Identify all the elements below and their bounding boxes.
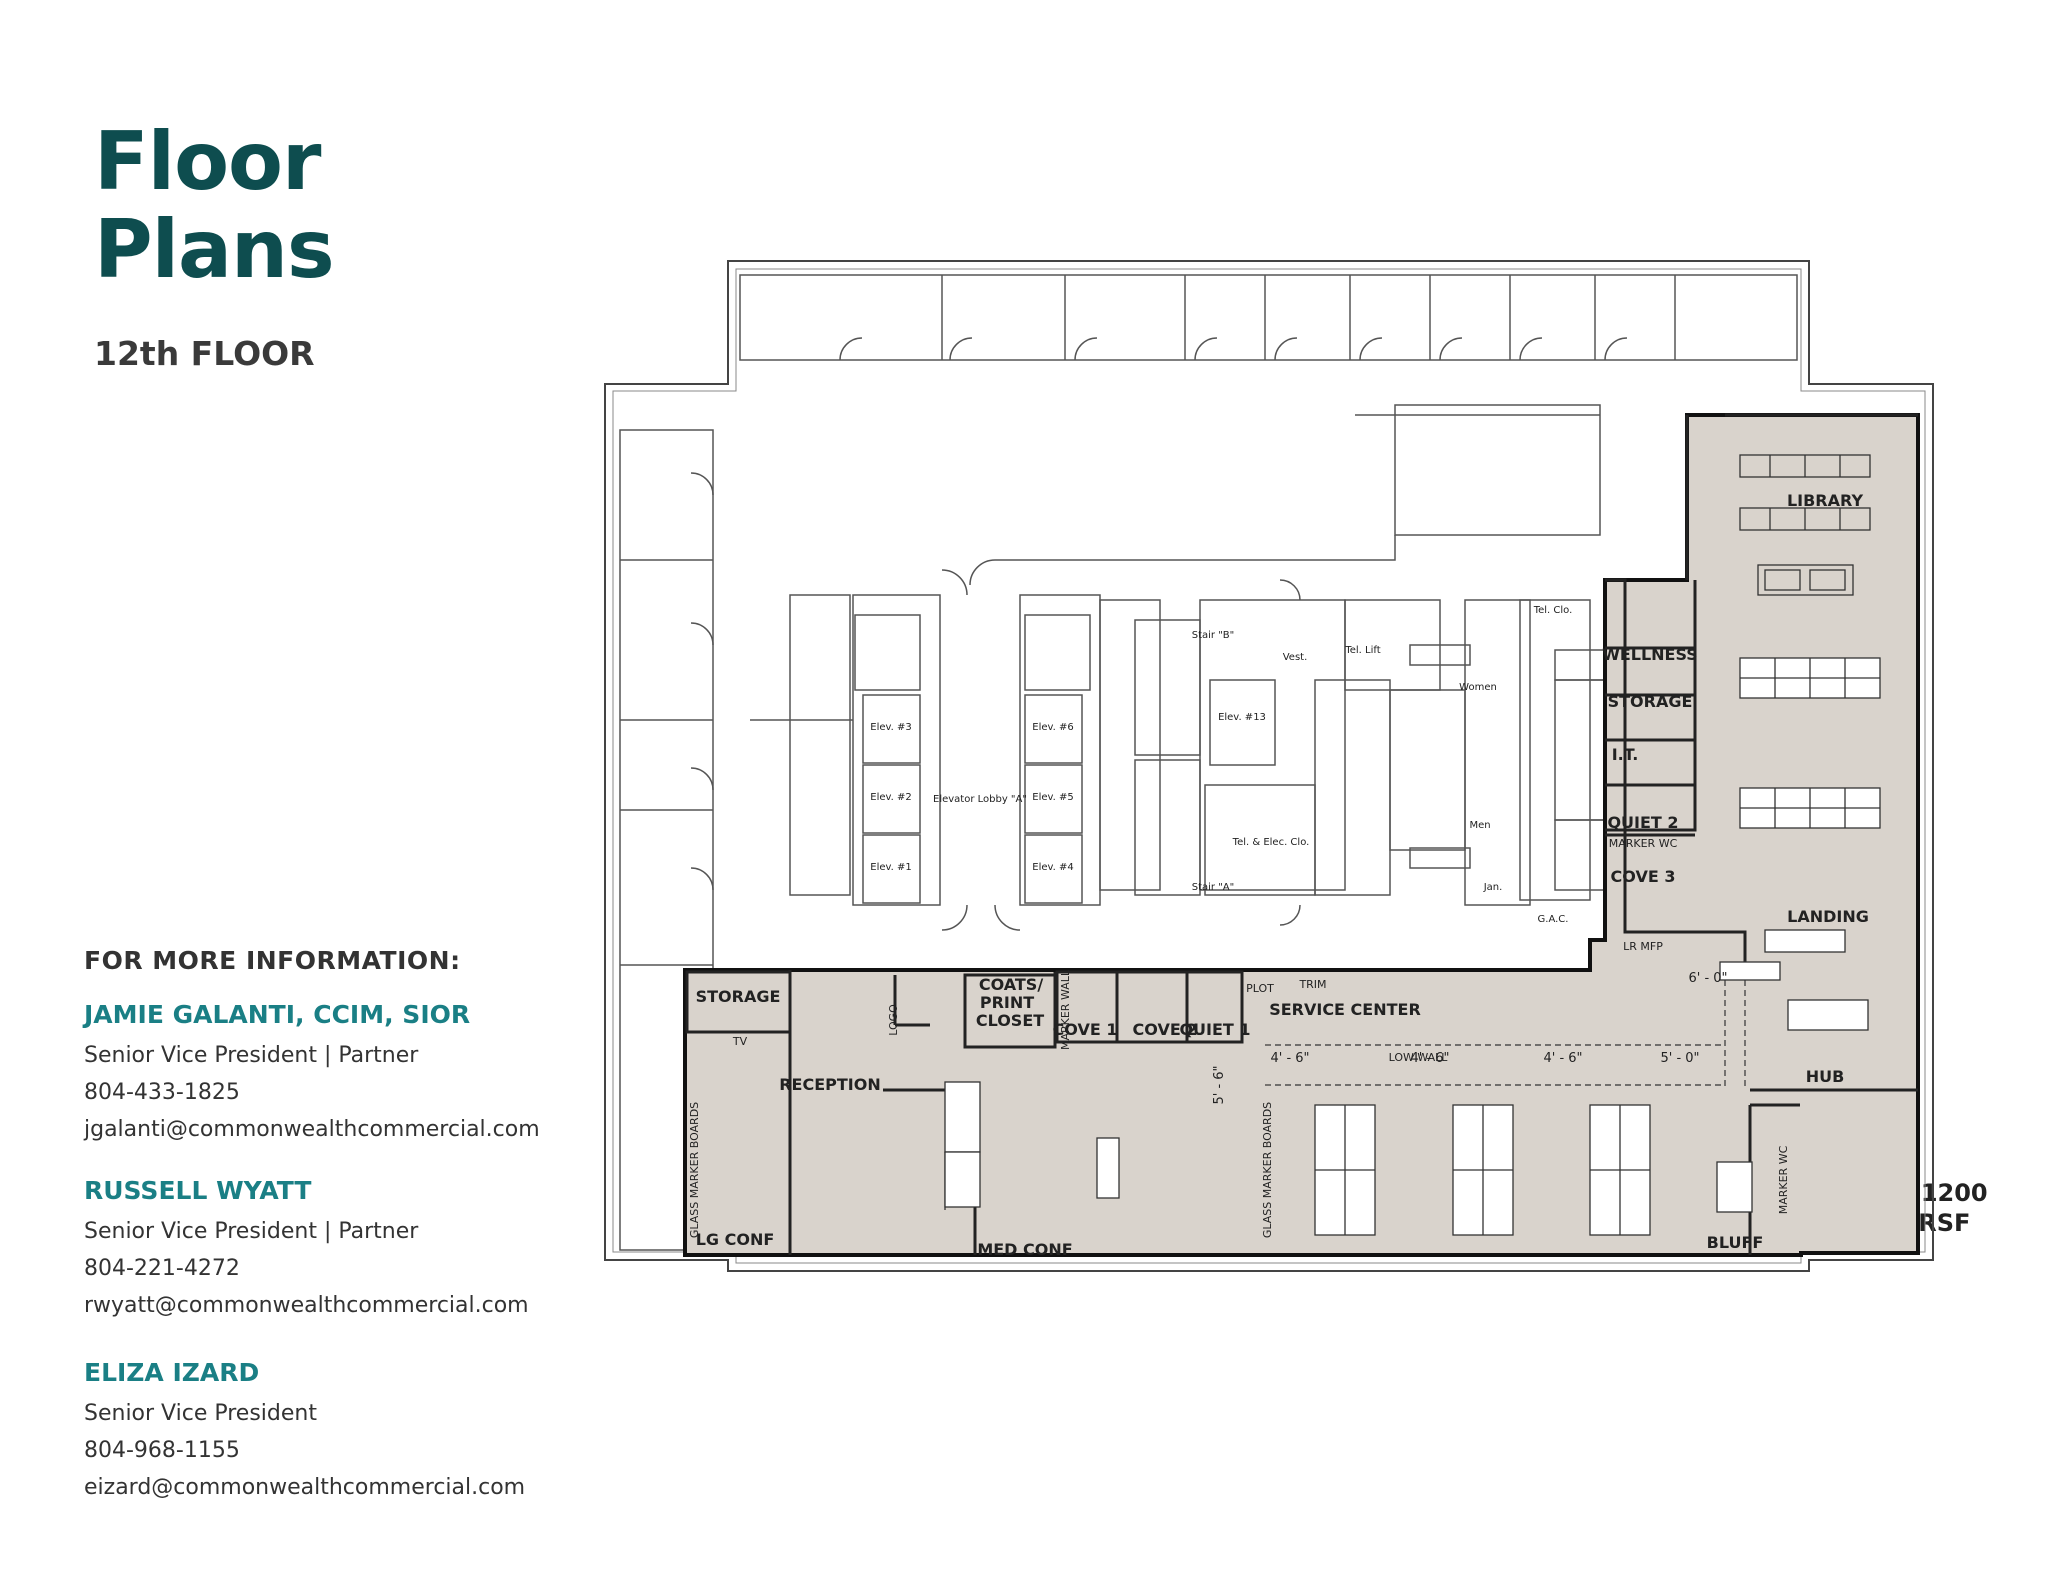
room-storage-right: STORAGE [1608,692,1693,711]
room-library: LIBRARY [1787,491,1863,510]
info-heading: FOR MORE INFORMATION: [84,946,461,975]
contact-phone[interactable]: 804-433-1825 [84,1080,240,1105]
label-lr-mfp: LR MFP [1623,940,1663,953]
contact-card: RUSSELL WYATT Senior Vice President | Pa… [84,1176,529,1324]
label-glass-boards-lg: GLASS MARKER BOARDS [688,1102,701,1238]
building-outline [604,260,1934,1272]
label-tv: TV [732,1035,748,1048]
floor-plan-drawing: Elev. #3 Elev. #2 Elev. #1 Elev. #6 Elev… [604,260,1934,1272]
core-tel-clo: Tel. Clo. [1533,605,1573,616]
dimension-2: 4' - 6" [1410,1051,1449,1066]
contact-card: JAMIE GALANTI, CCIM, SIOR Senior Vice Pr… [84,1000,540,1148]
core-elevator-lobby: Elevator Lobby "A" [933,794,1027,805]
room-it: I.T. [1612,745,1639,764]
dimension-6: 5' - 6" [1212,1065,1227,1104]
core-vestibule: Vest. [1283,652,1308,663]
contact-card: ELIZA IZARD Senior Vice President 804-96… [84,1358,525,1506]
core-gac: G.A.C. [1538,914,1569,925]
label-marker-wc: MARKER WC [1609,837,1678,850]
room-coats-1: COATS/ [979,975,1043,994]
room-service-center: SERVICE CENTER [1269,1000,1421,1019]
core-stair-a: Stair "A" [1192,882,1235,893]
contact-phone[interactable]: 804-968-1155 [84,1438,240,1463]
dimension-4: 5' - 0" [1660,1051,1699,1066]
room-cove-1: COVE 1 [1053,1020,1118,1039]
room-reception: RECEPTION [779,1075,881,1094]
title-line-1: Floor [94,115,321,208]
contact-title: Senior Vice President | Partner [84,1219,419,1244]
label-low-wall: LOW WALL [1389,1051,1449,1064]
room-bluff: BLUFF [1707,1233,1764,1252]
contact-title: Senior Vice President | Partner [84,1043,419,1068]
core-women: Women [1459,682,1497,693]
label-marker-wall: MARKER WALL [1059,969,1072,1050]
label-logo: LOGO [887,1004,900,1036]
contact-phone[interactable]: 804-221-4272 [84,1256,240,1281]
page-title: Floor Plans [94,115,335,296]
contact-name: RUSSELL WYATT [84,1176,312,1205]
room-hub: HUB [1806,1067,1845,1086]
building-core [750,569,1616,931]
contact-email[interactable]: rwyatt@commonwealthcommercial.com [84,1293,529,1318]
title-line-2: Plans [94,203,335,296]
room-quiet-1: QUIET 1 [1179,1020,1250,1039]
contact-email[interactable]: jgalanti@commonwealthcommercial.com [84,1117,540,1142]
dimension-3: 4' - 6" [1543,1051,1582,1066]
label-glass-boards-med: GLASS MARKER BOARDS [1261,1102,1274,1238]
dimension-5: 6' - 0" [1688,971,1727,986]
contact-email[interactable]: eizard@commonwealthcommercial.com [84,1475,526,1500]
contact-name: ELIZA IZARD [84,1358,260,1387]
core-elev-3: Elev. #3 [870,722,912,733]
label-marker-wc-side: MARKER WC [1777,1145,1790,1214]
label-plot: PLOT [1246,982,1274,995]
core-men: Men [1469,820,1490,831]
room-storage-left: STORAGE [696,987,781,1006]
core-elev-6: Elev. #6 [1032,722,1074,733]
core-elev-4: Elev. #4 [1032,862,1074,873]
core-tel-elec: Tel. & Elec. Clo. [1232,837,1310,848]
room-med-conf: MED CONF [977,1240,1072,1259]
core-tel-lift: Tel. Lift [1344,645,1380,656]
core-stair-b: Stair "B" [1192,630,1235,641]
contact-title: Senior Vice President [84,1401,317,1426]
core-elev-2: Elev. #2 [870,792,912,803]
room-quiet-2: QUIET 2 [1607,813,1678,832]
room-lg-conf: LG CONF [696,1230,775,1249]
floor-label: 12th FLOOR [94,334,315,373]
core-elev-5: Elev. #5 [1032,792,1074,803]
room-coats-2: PRINT [980,993,1034,1012]
contact-name: JAMIE GALANTI, CCIM, SIOR [84,1000,471,1029]
room-cove-2: COVE 2 [1133,1020,1198,1039]
dimension-1: 4' - 6" [1270,1051,1309,1066]
label-trim: TRIM [1298,978,1326,991]
room-coats-3: CLOSET [976,1011,1044,1030]
core-elev-13: Elev. #13 [1218,712,1266,723]
room-landing: LANDING [1787,907,1869,926]
core-janitor: Jan. [1483,882,1503,893]
room-cove-3: COVE 3 [1611,867,1676,886]
room-wellness: WELLNESS [1602,645,1698,664]
core-elev-1: Elev. #1 [870,862,912,873]
